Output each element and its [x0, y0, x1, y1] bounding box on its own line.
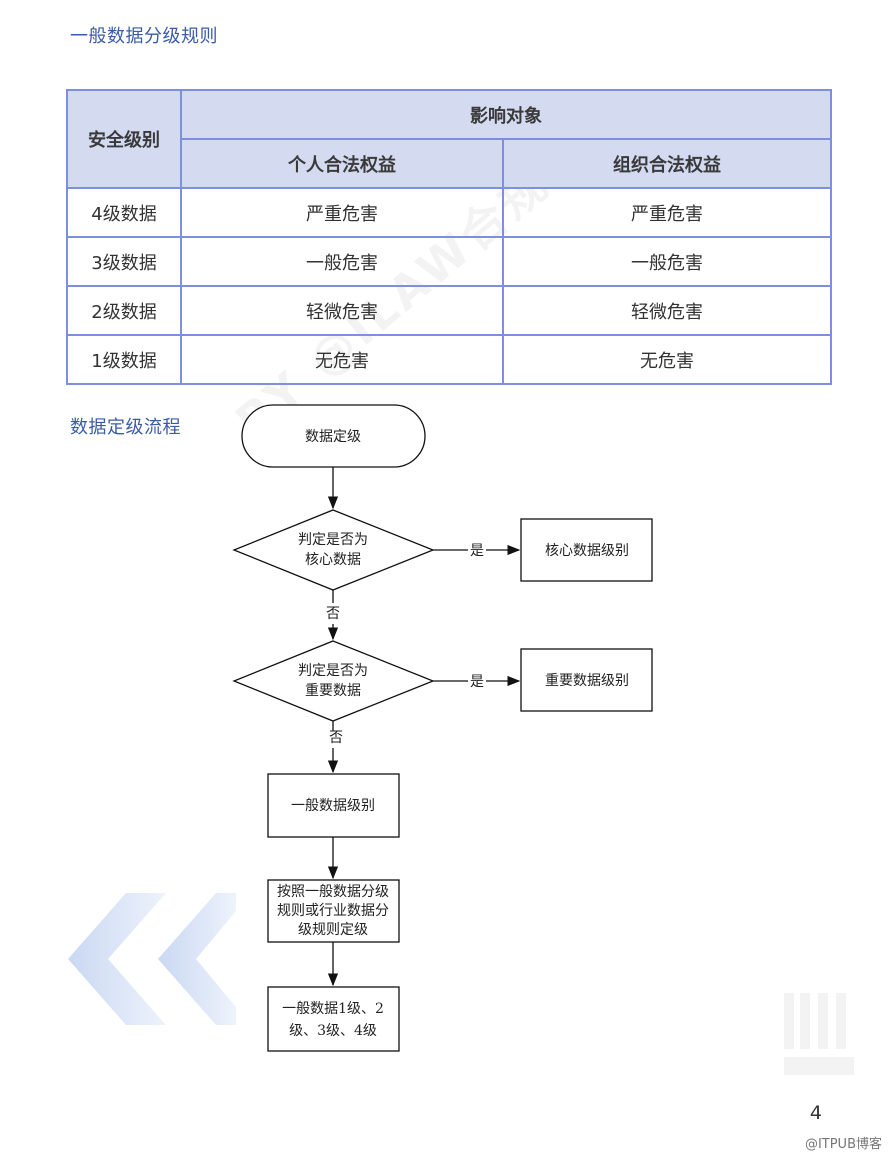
org-header: 组织合法权益	[502, 138, 832, 189]
no-label: 否	[326, 606, 340, 622]
start-label: 数据定级	[305, 429, 361, 445]
chevron-decoration-icon	[68, 893, 236, 1025]
faint-logo-icon	[784, 993, 854, 1075]
personal-cell: 轻微危害	[180, 285, 504, 336]
yes-label: 是	[470, 674, 484, 690]
yes-label: 是	[470, 543, 484, 559]
rules-heading: 一般数据分级规则	[70, 26, 218, 47]
general-level-label: 一般数据级别	[291, 798, 375, 814]
personal-header: 个人合法权益	[180, 138, 504, 189]
result-box	[267, 986, 400, 1052]
decision-important-line1: 判定是否为	[298, 663, 368, 679]
important-level-box	[520, 648, 653, 712]
rule-step-line2: 规则或行业数据分	[277, 903, 389, 919]
important-level-label: 重要数据级别	[545, 673, 629, 689]
org-cell: 一般危害	[502, 236, 832, 287]
personal-cell: 严重危害	[180, 187, 504, 238]
personal-cell: 无危害	[180, 334, 504, 385]
decision-core-line2: 核心数据	[305, 552, 361, 568]
core-level-box	[520, 518, 653, 582]
core-level-label: 核心数据级别	[545, 543, 629, 559]
level-cell: 2级数据	[66, 285, 182, 336]
level-cell: 1级数据	[66, 334, 182, 385]
level-header: 安全级别	[66, 89, 182, 189]
classification-table: 安全级别 影响对象 个人合法权益 组织合法权益 4级数据 严重危害 严重危害 3…	[66, 89, 832, 385]
rule-step-line1: 按照一般数据分级	[277, 884, 389, 900]
rule-step-line3: 级规则定级	[298, 922, 368, 938]
table-row: 4级数据 严重危害 严重危害	[66, 187, 832, 238]
level-cell: 3级数据	[66, 236, 182, 287]
decision-core	[232, 509, 435, 591]
impact-header: 影响对象	[180, 89, 832, 140]
table-row: 2级数据 轻微危害 轻微危害	[66, 285, 832, 336]
org-cell: 轻微危害	[502, 285, 832, 336]
rule-step-box	[267, 879, 400, 943]
table-row: 3级数据 一般危害 一般危害	[66, 236, 832, 287]
org-cell: 无危害	[502, 334, 832, 385]
decision-core-line1: 判定是否为	[298, 532, 368, 548]
org-cell: 严重危害	[502, 187, 832, 238]
process-heading: 数据定级流程	[70, 417, 181, 438]
page-number: 4	[809, 1102, 822, 1124]
no-label: 否	[329, 730, 343, 746]
source-credit: @ITPUB博客	[804, 1137, 882, 1152]
result-line2: 级、3级、4级	[289, 1023, 377, 1039]
decision-important-line2: 重要数据	[305, 683, 361, 699]
table-row: 1级数据 无危害 无危害	[66, 334, 832, 385]
level-cell: 4级数据	[66, 187, 182, 238]
decision-important	[232, 640, 435, 722]
personal-cell: 一般危害	[180, 236, 504, 287]
result-line1: 一般数据1级、2	[282, 1001, 384, 1017]
